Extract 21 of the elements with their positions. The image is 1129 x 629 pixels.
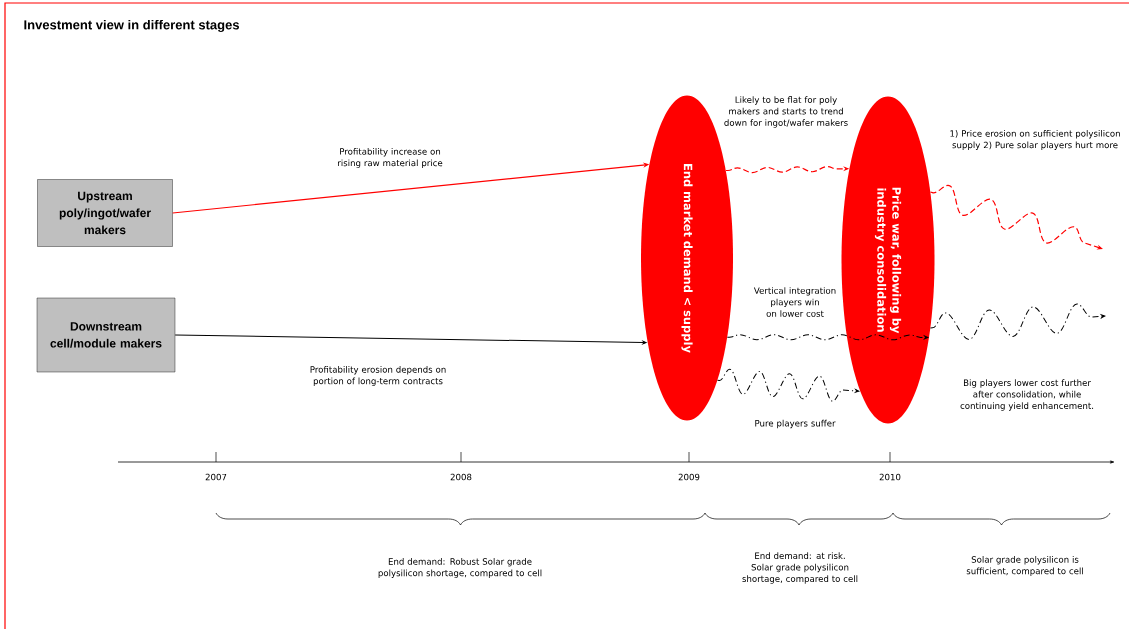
period-note: End demand: at risk. Solar grade polysilicon shortage, compared to cell bbox=[742, 552, 858, 584]
title: Investment view in different stages bbox=[24, 19, 239, 33]
arrow bbox=[717, 368, 860, 402]
arrow bbox=[929, 184, 1103, 250]
period-note: End demand: Robust Solar grade polysilicon shortage, compared to cell bbox=[378, 558, 542, 578]
edge-label: Vertical integration players win on lower cost bbox=[753, 287, 836, 317]
edge-label: 1) Price erosion on sufficient polysilicon supply 2) Pure solar players hurt more bbox=[950, 130, 1120, 150]
edge-label: Profitability erosion depends on portion of long-term contracts bbox=[310, 366, 446, 386]
edge-label: Pure players suffer bbox=[755, 419, 836, 429]
year-label: 2010 bbox=[879, 473, 901, 481]
edge-label: Big players lower cost further after consolidation, while continuing yield enhancement. bbox=[960, 379, 1094, 411]
year-label: 2009 bbox=[678, 473, 700, 481]
process-box: Upstream poly/ingot/wafer makers bbox=[37, 179, 173, 247]
arrow bbox=[930, 303, 1106, 340]
arrow bbox=[726, 334, 929, 341]
period-note: Solar grade polysilicon is sufficient, compared to cell bbox=[966, 556, 1083, 576]
year-label: 2007 bbox=[205, 473, 227, 481]
process-box: Downstream cell/module makers bbox=[36, 297, 176, 373]
edge-label: Profitability increase on rising raw material price bbox=[338, 148, 443, 168]
year-label: 2008 bbox=[450, 473, 472, 481]
arrow bbox=[174, 334, 647, 345]
